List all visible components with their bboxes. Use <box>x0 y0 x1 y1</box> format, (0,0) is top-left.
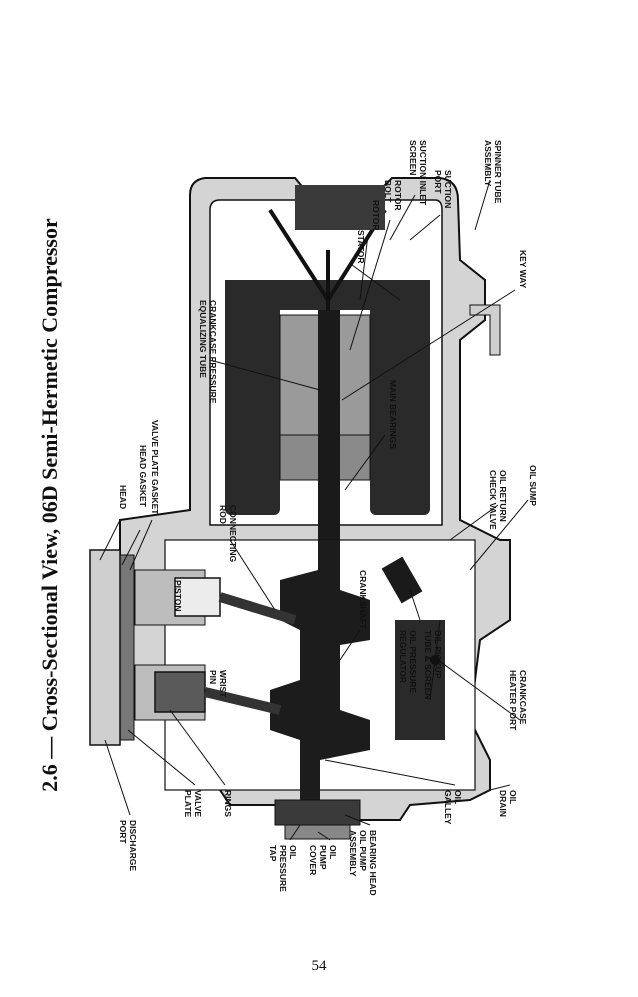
label-main-bearings: MAIN BEARINGS <box>388 380 398 449</box>
label-crankcase-pressure-equalizing-tube: CRANKCASE PRESSURE EQUALIZING TUBE <box>198 300 218 406</box>
label-head-gasket: HEAD GASKET <box>138 445 148 508</box>
label-rotor: ROTOR <box>371 200 381 231</box>
label-oil-sump: OIL SUMP <box>528 465 538 506</box>
label-oil-pressure-tap: OIL PRESSURE TAP <box>268 845 298 894</box>
label-suction-inlet-screen: SUCTION INLET SCREEN <box>408 140 428 208</box>
suction-port-housing <box>295 185 385 230</box>
oil-pump-assembly <box>274 799 361 826</box>
equalizing-tube-fitting <box>469 304 501 356</box>
compressor-cross-section-diagram: SPINNER TUBE ASSEMBLY SUCTION PORT SUCTI… <box>89 140 538 898</box>
label-bearing-head-oil-pump-assembly: BEARING HEAD OIL PUMP ASSEMBLY <box>348 830 378 898</box>
label-group: SPINNER TUBE ASSEMBLY SUCTION PORT SUCTI… <box>118 140 538 898</box>
label-head: HEAD <box>118 485 128 509</box>
piston-lower <box>154 671 206 713</box>
piston-upper <box>174 577 221 617</box>
label-oil-pickup-tube-screen: OIL PICKUP TUBE & SCREEN <box>423 630 443 699</box>
label-stator: STATOR <box>356 230 366 264</box>
connecting-rod-lower <box>203 687 282 715</box>
spinner-tube <box>268 208 387 310</box>
label-piston: PISTON <box>173 580 183 612</box>
label-valve-plate-gasket: VALVE PLATE GASKET <box>150 420 160 515</box>
crankshaft <box>270 540 370 800</box>
label-discharge-port: DISCHARGE PORT <box>118 820 138 873</box>
label-oil-galley: OIL GALLEY <box>443 790 463 825</box>
title-container: 2.6 — Cross-Sectional View, 06D Semi-Her… <box>20 80 80 930</box>
label-oil-pressure-regulator: OIL PRESSURE REGULATOR <box>398 630 418 696</box>
oil-pump-cover <box>284 824 351 840</box>
valve-plate <box>119 554 135 741</box>
label-crankshaft: CRANKSHAFT <box>358 570 368 630</box>
cylinder-head <box>89 549 121 746</box>
label-valve-plate: VALVE PLATE <box>183 790 203 819</box>
page-number: 54 <box>311 958 327 974</box>
label-connecting-rod: CONNECTING ROD <box>218 505 238 565</box>
label-rotor-bolt: ROTOR BOLT <box>383 180 403 213</box>
label-oil-return-check-valve: OIL RETURN CHECK VALVE <box>488 470 508 530</box>
oil-sump-insert <box>395 620 445 740</box>
oil-pressure-regulator <box>381 556 423 604</box>
label-key-way: KEY WAY <box>518 250 528 289</box>
label-suction-port: SUCTION PORT <box>433 170 453 211</box>
leader-lines <box>99 179 529 841</box>
label-rings: RINGS <box>223 790 233 817</box>
connecting-rod-upper <box>218 592 297 625</box>
page-title: 2.6 — Cross-Sectional View, 06D Semi-Her… <box>37 218 62 792</box>
label-spinner-tube-assembly: SPINNER TUBE ASSEMBLY <box>483 140 503 206</box>
label-wrist-pin: WRIST PIN <box>208 670 228 700</box>
label-oil-drain: OIL DRAIN <box>498 790 518 817</box>
motor-shaft <box>318 310 340 560</box>
label-oil-pump-cover: OIL PUMP COVER <box>308 845 338 875</box>
label-crankcase-heater-port: CRANKCASE HEATER PORT <box>508 670 528 731</box>
